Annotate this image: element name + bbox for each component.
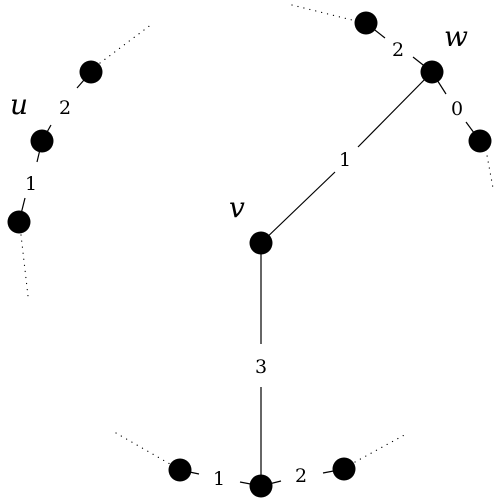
edge-label-w-right: 0 <box>451 98 463 120</box>
node-right <box>468 129 492 153</box>
edge-label-v-bottom: 3 <box>255 356 267 378</box>
dotted-line-top <box>291 4 353 21</box>
edge-label-bottom-left: 1 <box>213 468 225 490</box>
vertex-label-u: u <box>10 88 28 121</box>
dotted-line-upper-left <box>99 23 153 64</box>
node-u <box>30 129 54 153</box>
dotted-line-lower-right <box>354 432 409 463</box>
edge-label-w-top: 2 <box>392 39 404 61</box>
edge-label-u-top: 2 <box>59 97 71 119</box>
nodes <box>7 11 492 498</box>
node-left <box>7 210 31 234</box>
node-upper-left <box>79 60 103 84</box>
node-bottom <box>249 474 273 498</box>
dotted-line-right <box>485 149 494 189</box>
node-v <box>249 231 273 255</box>
edge-label-v-w: 1 <box>339 149 351 171</box>
dotted-line-left <box>20 234 29 297</box>
edge-label-u-bottom: 1 <box>25 173 37 195</box>
node-bottom-left <box>168 458 192 482</box>
dotted-continuations <box>20 4 494 465</box>
vertex-labels: w u v <box>10 20 468 224</box>
node-w <box>420 60 444 84</box>
edge-v-w-upper <box>357 71 433 148</box>
dotted-line-lower-left <box>115 432 171 465</box>
node-top <box>354 11 378 35</box>
edge-v-w-lower <box>260 171 336 244</box>
edge-labels: 1 3 2 0 2 1 1 2 <box>25 39 463 490</box>
vertex-label-v: v <box>229 191 245 224</box>
edges <box>18 22 481 487</box>
vertex-label-w: w <box>444 20 468 53</box>
edge-label-bottom-right: 2 <box>295 465 307 487</box>
node-bottom-right <box>332 457 356 481</box>
